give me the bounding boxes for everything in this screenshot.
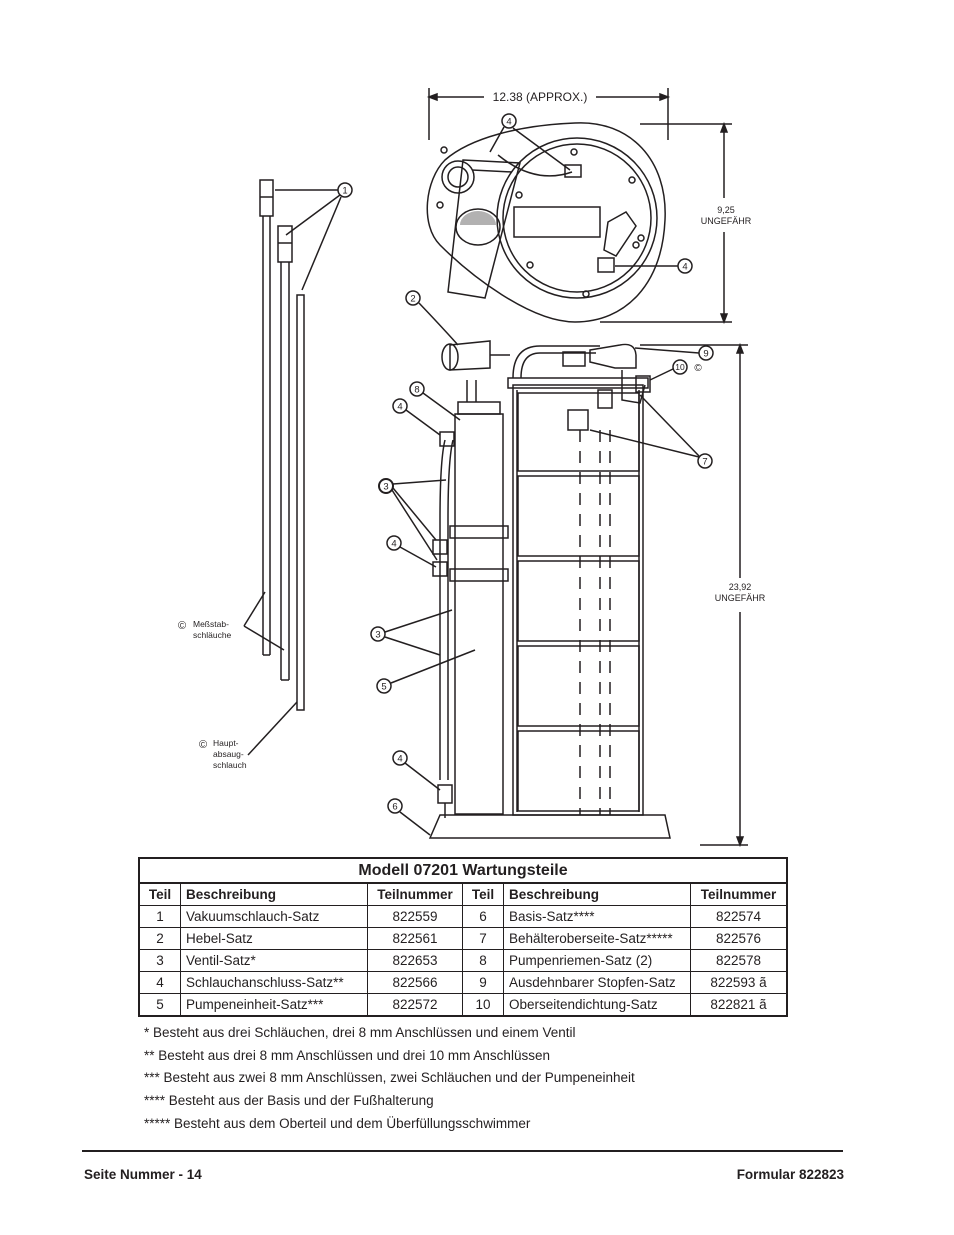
cell-part: 9 <box>462 971 504 994</box>
callout-3-bottom: 3 <box>375 630 380 641</box>
cell-part-number: 822559 <box>367 905 463 928</box>
cell-part: 5 <box>138 993 181 1017</box>
footnote-4: **** Besteht aus der Basis und der Fußha… <box>144 1093 434 1109</box>
cell-description: Hebel-Satz <box>180 927 368 950</box>
table-row: 4 Schlauchanschluss-Satz** 822566 9 Ausd… <box>138 971 788 994</box>
footnote-1: * Besteht aus drei Schläuchen, drei 8 mm… <box>144 1025 576 1040</box>
cell-part-number: 822572 <box>367 993 463 1017</box>
dim-top-unit: UNGEFÄHR <box>701 216 752 226</box>
callout-4-c: 4 <box>397 754 402 765</box>
footnote-2: ** Besteht aus drei 8 mm Anschlüssen und… <box>144 1047 550 1063</box>
cell-part-number: 822653 <box>367 949 463 972</box>
dim-width-label: 12.38 (APPROX.) <box>493 90 588 104</box>
callout-2: 2 <box>410 294 415 305</box>
callout-7: 7 <box>702 457 707 468</box>
label-main-line1: Haupt- <box>213 738 239 748</box>
cell-part: 8 <box>462 949 504 972</box>
dim-main-value: 23,92 <box>729 582 752 592</box>
cell-part-number: 822578 <box>690 949 788 972</box>
cell-part-number: 822561 <box>367 927 463 950</box>
table-row: 1 Vakuumschlauch-Satz 822559 6 Basis-Sat… <box>138 905 788 928</box>
cell-description: Vakuumschlauch-Satz <box>180 905 368 928</box>
exploded-parts-diagram: 12.38 (APPROX.) 9,25 UNGEFÄHR <box>178 88 766 848</box>
cell-description: Ausdehnbarer Stopfen-Satz <box>503 971 691 994</box>
header-part-left: Teil <box>138 882 181 906</box>
header-part-number-right: Teilnummer <box>690 882 788 906</box>
callout-6: 6 <box>392 802 397 813</box>
cell-description: Oberseitendichtung-Satz <box>503 993 691 1017</box>
cell-description: Behälteroberseite-Satz***** <box>503 927 691 950</box>
cell-part: 7 <box>462 927 504 950</box>
table-title: Modell 07201 Wartungsteile <box>138 857 788 882</box>
cell-description: Basis-Satz**** <box>503 905 691 928</box>
service-parts-table: Modell 07201 Wartungsteile Teil Beschrei… <box>138 857 788 1017</box>
callout-5: 5 <box>381 682 386 693</box>
copyright-symbol-1: © <box>178 620 186 632</box>
dim-main-unit: UNGEFÄHR <box>715 593 766 603</box>
table-header-row: Teil Beschreibung Teilnummer Teil Beschr… <box>138 882 788 906</box>
cell-part: 3 <box>138 949 181 972</box>
cell-part-number: 822821 ã <box>690 993 788 1017</box>
cell-part-number: 822576 <box>690 927 788 950</box>
callout-10: 10 <box>675 362 685 372</box>
cell-part: 1 <box>138 905 181 928</box>
callout-1: 1 <box>342 186 347 197</box>
cell-part-number: 822593 ã <box>690 971 788 994</box>
callout-4-top: 4 <box>506 117 511 128</box>
cell-description: Pumpenriemen-Satz (2) <box>503 949 691 972</box>
page-number: Seite Nummer - 14 <box>84 1167 202 1182</box>
cell-description: Schlauchanschluss-Satz** <box>180 971 368 994</box>
top-view: 12.38 (APPROX.) 9,25 UNGEFÄHR <box>426 88 752 325</box>
callout-3-top: 3 <box>383 482 388 493</box>
callout-8: 8 <box>414 385 419 396</box>
header-description-left: Beschreibung <box>180 882 368 906</box>
callout-9: 9 <box>703 349 708 360</box>
cell-description: Ventil-Satz* <box>180 949 368 972</box>
label-dipstick-line1: Meßstab- <box>193 619 229 629</box>
cell-part: 2 <box>138 927 181 950</box>
cell-description: Pumpeneinheit-Satz*** <box>180 993 368 1017</box>
footnote-3: *** Besteht aus zwei 8 mm Anschlüssen, z… <box>144 1070 635 1086</box>
callout-numbers: 1 2 3 3 4 4 4 4 4 5 6 7 8 9 10 <box>342 117 708 813</box>
header-part-number-left: Teilnummer <box>367 882 463 906</box>
form-number: Formular 822823 <box>736 1167 844 1182</box>
footer-divider <box>82 1150 843 1152</box>
table-row: 5 Pumpeneinheit-Satz*** 822572 10 Oberse… <box>138 993 788 1017</box>
header-part-right: Teil <box>462 882 504 906</box>
table-row: 3 Ventil-Satz* 822653 8 Pumpenriemen-Sat… <box>138 949 788 972</box>
dim-top-value: 9,25 <box>717 205 735 215</box>
cell-part: 10 <box>462 993 504 1017</box>
label-main-line2: absaug- <box>213 749 244 759</box>
callout-4-topright: 4 <box>682 262 687 273</box>
hoses: © Meßstab- schläuche © Haupt- absaug- sc… <box>178 179 353 770</box>
footnote-5: ***** Besteht aus dem Oberteil und dem Ü… <box>144 1115 531 1131</box>
header-description-right: Beschreibung <box>503 882 691 906</box>
copyright-symbol-2: © <box>199 739 207 751</box>
copyright-symbol-3: © <box>694 363 702 374</box>
footnotes: * Besteht aus drei Schläuchen, drei 8 mm… <box>144 1022 635 1136</box>
label-dipstick-line2: schläuche <box>193 630 232 640</box>
cell-part: 6 <box>462 905 504 928</box>
table-row: 2 Hebel-Satz 822561 7 Behälteroberseite-… <box>138 927 788 950</box>
cell-part-number: 822574 <box>690 905 788 928</box>
side-view: 23,92 UNGEFÄHR <box>370 290 766 848</box>
callout-4-a: 4 <box>397 402 402 413</box>
cell-part-number: 822566 <box>367 971 463 994</box>
label-main-line3: schlauch <box>213 760 247 770</box>
cell-part: 4 <box>138 971 181 994</box>
callout-4-b: 4 <box>391 539 396 550</box>
